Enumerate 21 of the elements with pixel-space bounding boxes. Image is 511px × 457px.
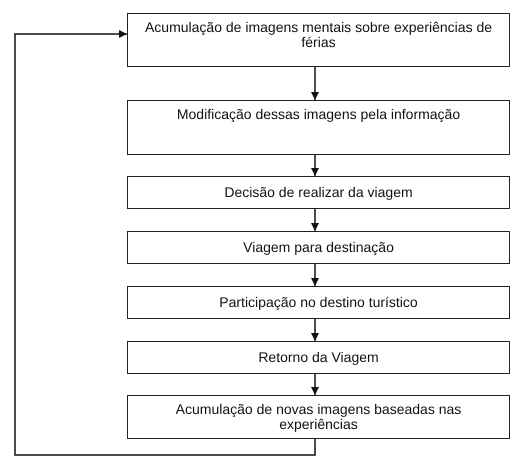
- process-box: [127, 100, 510, 155]
- arrow: [311, 155, 319, 176]
- process-box: [127, 395, 510, 439]
- process-box: [127, 176, 510, 209]
- arrow: [311, 374, 319, 395]
- box-label: Viagem para destinação: [243, 240, 394, 255]
- box-label: Participação no destino turístico: [219, 295, 418, 310]
- arrow: [311, 264, 319, 286]
- process-box: [127, 13, 510, 67]
- box-label: Modificação dessas imagens pela informação: [176, 107, 460, 122]
- box-label: Retorno da Viagem: [258, 350, 379, 365]
- box-label: Acumulação de novas imagens baseadas nas experiências: [174, 402, 462, 432]
- process-box: [127, 341, 510, 374]
- arrow: [311, 209, 319, 231]
- process-box: [127, 286, 510, 319]
- box-label: Decisão de realizar da viagem: [224, 185, 413, 200]
- arrow: [311, 67, 319, 100]
- arrow: [14, 30, 316, 456]
- box-label: Acumulação de imagens mentais sobre experiências de férias: [144, 20, 494, 50]
- process-box: [127, 231, 510, 264]
- arrow: [311, 319, 319, 341]
